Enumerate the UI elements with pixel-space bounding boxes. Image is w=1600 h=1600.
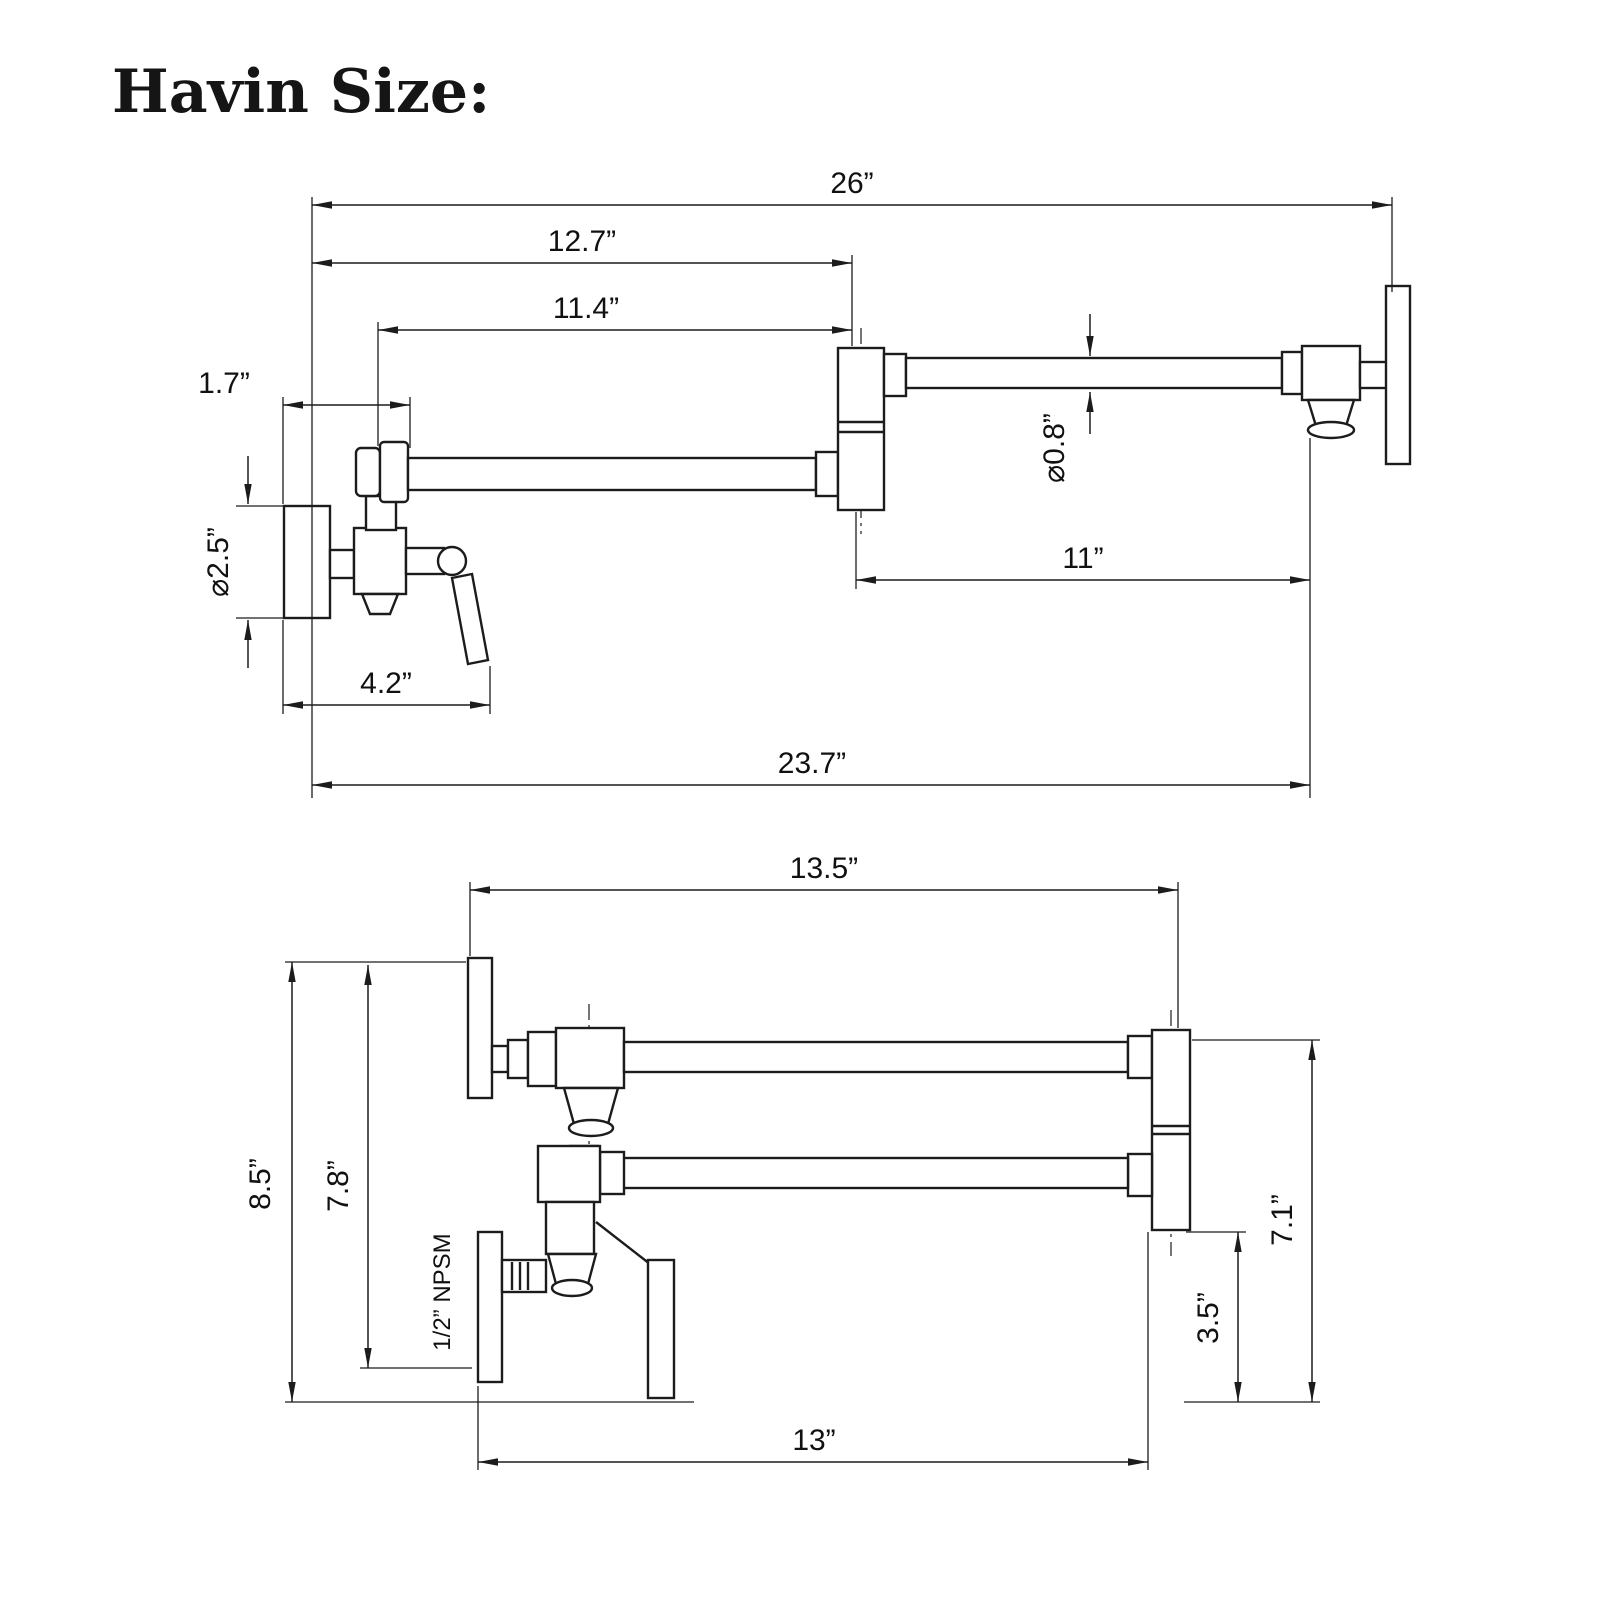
upper-spout-nozzle: [562, 1086, 620, 1126]
dim-4-2-label: 4.2”: [360, 667, 412, 700]
lower-arm: [406, 456, 818, 492]
folded-upper-arm: [622, 1040, 1130, 1074]
folded-view-drawing: [466, 956, 1192, 1400]
upper-arm-cap: [882, 352, 908, 398]
dim-13-label: 13”: [792, 1424, 835, 1457]
upper-cap: [506, 1038, 530, 1080]
upper-tee-body: [554, 1026, 626, 1090]
flange-neck: [328, 548, 356, 580]
dim-8-5: 8.5”: [244, 962, 296, 1402]
wall-flange-upper: [466, 956, 494, 1100]
dim-7-1-label: 7.1”: [1266, 1194, 1299, 1246]
threaded-inlet: [500, 1258, 548, 1294]
arm-joint-cap-b: [378, 440, 410, 504]
dim-dia-2-5-label: ⌀2.5”: [202, 527, 235, 597]
dim-7-8-label: 7.8”: [322, 1160, 355, 1212]
joint-cap-lower: [1126, 1152, 1154, 1198]
dim-13-5-label: 13.5”: [790, 852, 858, 885]
dim-13: 13”: [478, 1424, 1148, 1466]
handle-dome: [436, 545, 468, 577]
thread-spec: 1/2” NPSM: [429, 1233, 456, 1350]
handle-lever: [450, 572, 490, 666]
wall-flange: [282, 504, 332, 620]
folded-view-dimensions: 13.5” 8.5” 7.8” 1/2” NPSM 3.5” 7.1” 13”: [244, 852, 1320, 1470]
valve-body: [544, 1200, 596, 1256]
dim-11-4-label: 11.4”: [553, 292, 619, 325]
dim-23-7: 23.7”: [312, 747, 1310, 789]
dim-13-5: 13.5”: [470, 852, 1178, 894]
dim-dia-0-8-label: ⌀0.8”: [1038, 413, 1071, 483]
lower-arm-end-cap: [814, 450, 840, 498]
valve-bottom-cap: [360, 592, 400, 616]
dim-3-5-label: 3.5”: [1192, 1292, 1225, 1344]
valve-tee: [352, 526, 408, 596]
flange-neck-upper: [490, 1044, 510, 1074]
page-title: Havin Size:: [112, 57, 490, 127]
extended-view-drawing: [282, 284, 1412, 666]
dim-12-7: 12.7”: [312, 225, 852, 267]
upper-union-nut: [526, 1030, 558, 1088]
spout-body: [1300, 344, 1362, 402]
wall-flange-lower: [476, 1230, 504, 1384]
dim-3-5: 3.5”: [1192, 1232, 1242, 1402]
lower-tee-body: [536, 1144, 602, 1204]
dim-dia-2-5: ⌀2.5”: [202, 456, 252, 668]
handle-bar: [646, 1258, 676, 1400]
dim-1-7: 1.7”: [198, 367, 410, 409]
dim-4-2: 4.2”: [283, 667, 490, 709]
dim-23-7-label: 23.7”: [778, 747, 846, 780]
spout-joint-cap: [1280, 350, 1304, 396]
extended-view-dimensions: 26” 12.7” 11.4” 1.7” ⌀2.5” ⌀0.8” 11”: [198, 167, 1393, 798]
dim-7-8: 7.8”: [322, 965, 372, 1368]
lever-connector: [1358, 360, 1390, 390]
folded-lower-arm: [620, 1156, 1130, 1190]
dim-dia-0-8: ⌀0.8”: [1038, 314, 1094, 483]
upper-spout-outlet: [567, 1118, 615, 1138]
thread-spec-label: 1/2” NPSM: [429, 1233, 456, 1350]
spout-lever-handle: [1384, 284, 1412, 466]
upper-arm: [904, 356, 1284, 390]
dim-26-label: 26”: [830, 167, 873, 200]
dim-26: 26”: [312, 167, 1392, 209]
dim-12-7-label: 12.7”: [548, 225, 616, 258]
arm-joint-cap-a: [354, 446, 382, 498]
dim-7-1: 7.1”: [1266, 1040, 1316, 1402]
dim-11-4: 11.4”: [378, 292, 852, 334]
dim-11-label: 11”: [1062, 542, 1103, 575]
handle-stem: [595, 1221, 651, 1265]
joint-cap-upper: [1126, 1034, 1154, 1080]
lower-spout-outlet: [550, 1278, 594, 1298]
spout-outlet: [1306, 420, 1356, 440]
lower-arm-cap: [598, 1150, 626, 1196]
center-joint: [836, 346, 886, 512]
dim-1-7-label: 1.7”: [198, 367, 250, 400]
dim-8-5-label: 8.5”: [244, 1158, 277, 1210]
fold-joint-body: [1150, 1028, 1192, 1232]
dim-11: 11”: [856, 542, 1310, 584]
